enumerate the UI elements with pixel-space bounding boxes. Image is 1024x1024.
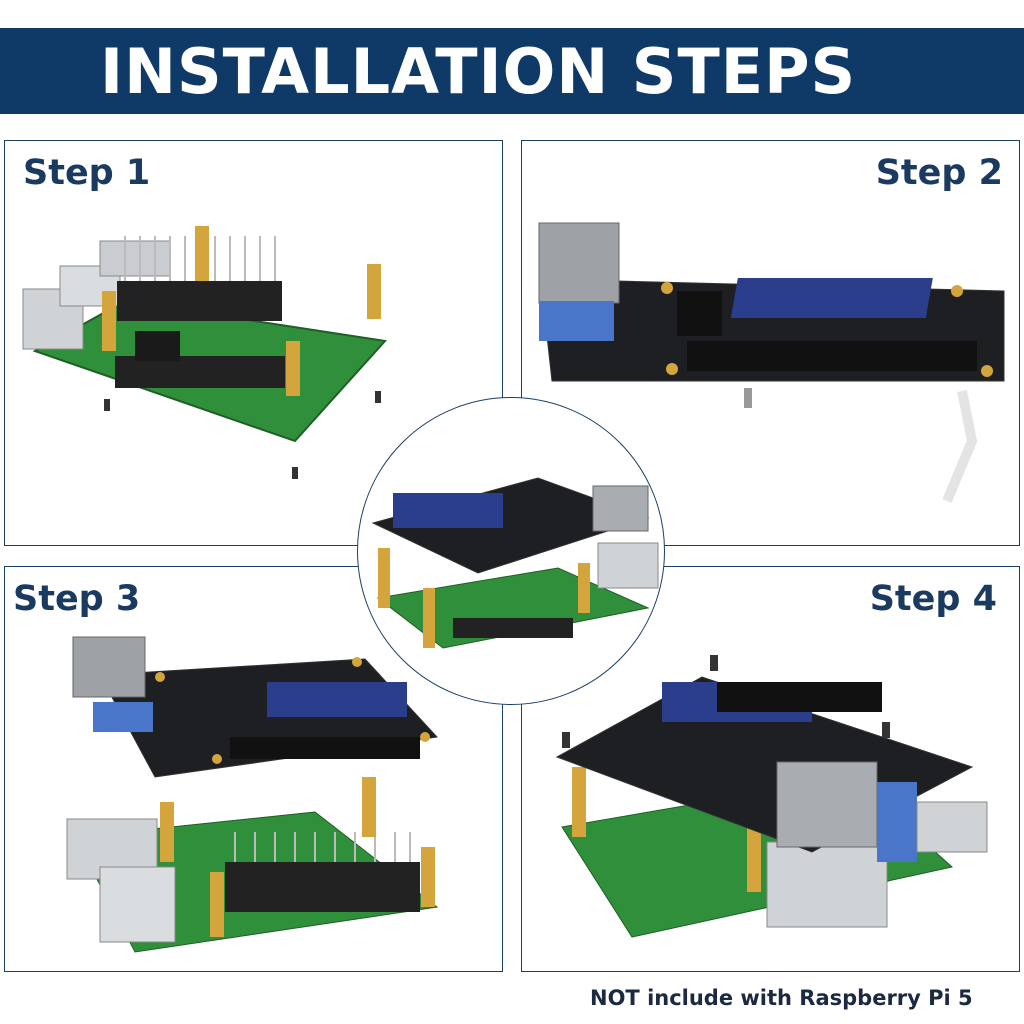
step-3-panel: Step 3 bbox=[4, 566, 503, 972]
step-3-label: Step 3 bbox=[13, 579, 141, 619]
footnote: NOT include with Raspberry Pi 5 bbox=[590, 986, 973, 1010]
step-4-label: Step 4 bbox=[869, 579, 997, 619]
step-1-panel: Step 1 bbox=[4, 140, 503, 546]
title-banner: INSTALLATION STEPS bbox=[0, 28, 1024, 114]
assembled-stack-image bbox=[555, 655, 988, 938]
center-circle-image bbox=[357, 397, 665, 705]
finished-stack-closeup-image bbox=[371, 477, 659, 649]
hat-above-raspberry-pi-image bbox=[66, 636, 439, 953]
step-2-label: Step 2 bbox=[875, 153, 1003, 193]
raspberry-pi-with-standoffs-image bbox=[22, 226, 387, 479]
page-title: INSTALLATION STEPS bbox=[100, 34, 857, 108]
ssd-hat-board-image bbox=[538, 222, 1005, 503]
step-1-label: Step 1 bbox=[23, 153, 151, 193]
